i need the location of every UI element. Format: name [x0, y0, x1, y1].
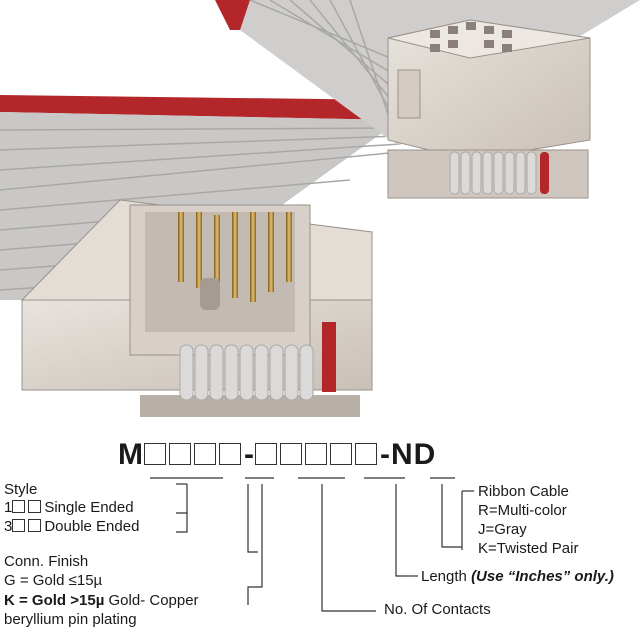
leader-lines: [150, 477, 474, 612]
cable-option-j: J=Gray: [478, 521, 527, 538]
part-number-suffix: -ND: [380, 438, 437, 471]
length-label: Length (Use “Inches” only.): [421, 568, 614, 585]
part-number-code: M - -ND: [118, 438, 436, 472]
finish-heading: Conn. Finish: [4, 553, 89, 570]
header-connector-near: [20, 199, 373, 417]
cable-option-k: K=Twisted Pair: [478, 540, 579, 557]
socket-connector-far: [387, 19, 591, 199]
part-number-prefix: M: [118, 438, 144, 471]
finish-note: beryllium pin plating: [4, 611, 137, 628]
finish-option-gold: G = Gold ≤15µ: [4, 572, 103, 589]
part-number-sep: -: [244, 438, 255, 471]
style-heading: Style: [4, 481, 38, 498]
cable-heading: Ribbon Cable: [478, 483, 569, 500]
contacts-label: No. Of Contacts: [384, 601, 491, 618]
cable-option-r: R=Multi-color: [478, 502, 567, 519]
finish-option-gold-15: K = Gold >15µ Gold- Copper: [4, 592, 199, 609]
